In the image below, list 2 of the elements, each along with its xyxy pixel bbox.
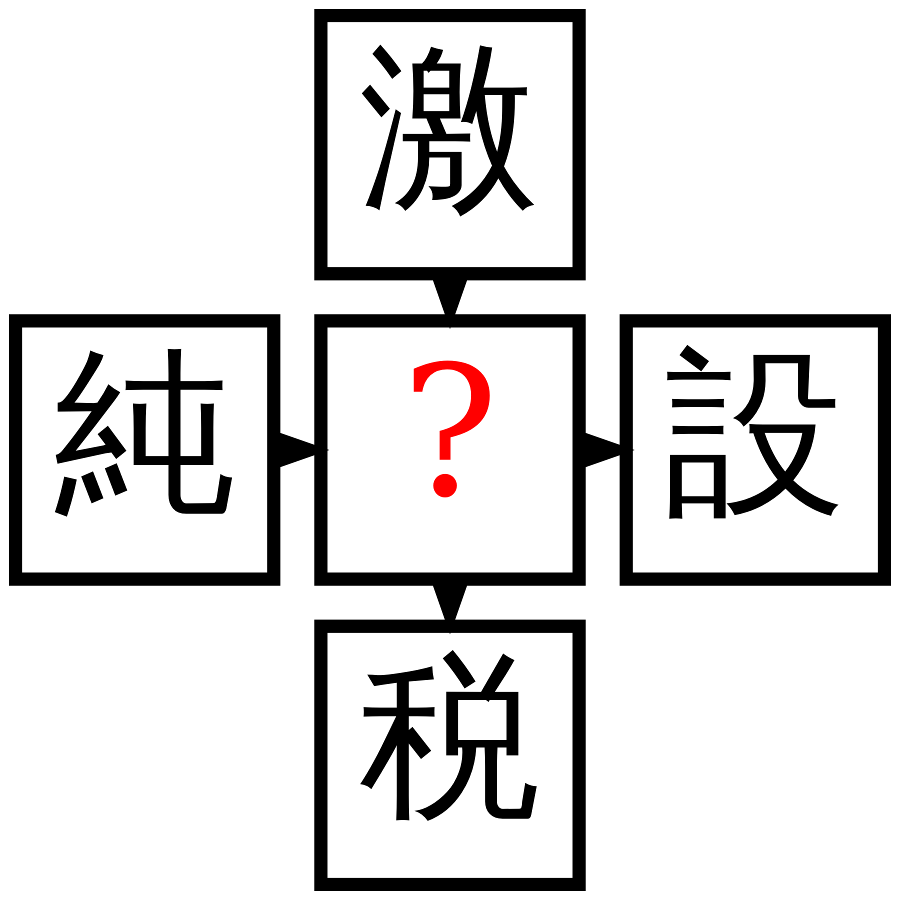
node-box: 税: [314, 620, 586, 892]
node-box: 設: [620, 314, 892, 586]
